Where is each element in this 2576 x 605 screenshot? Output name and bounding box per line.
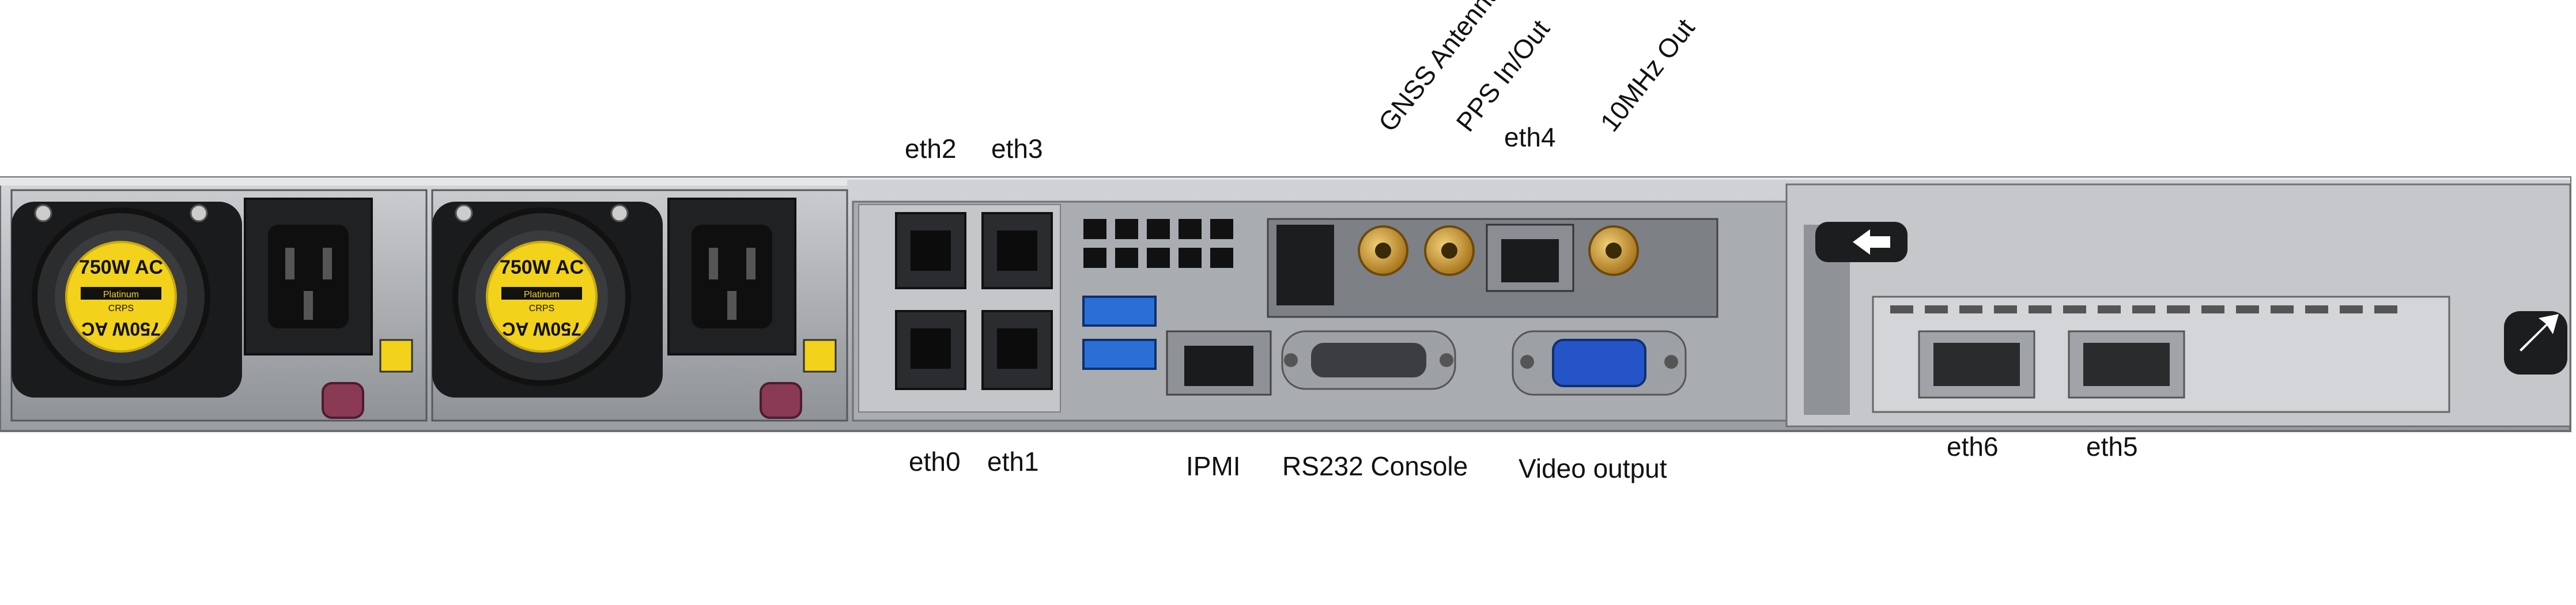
port-eth3[interactable] [981, 212, 1053, 289]
psu-2-tag-crps: CRPS [529, 304, 554, 313]
usb-port-top[interactable] [1082, 296, 1157, 327]
psu-2-tag-platinum: Platinum [524, 290, 560, 300]
psu-1-tag-crps: CRPS [108, 304, 134, 313]
port-video-output[interactable] [1512, 330, 1687, 396]
label-10mhz-out: 10MHz Out [1594, 13, 1701, 137]
power-supply-2: 750W AC Platinum CRPS 750W AC [431, 189, 848, 422]
sma-10mhz-out[interactable] [1588, 225, 1639, 276]
label-eth0: eth0 [909, 447, 961, 477]
riser-release-latch[interactable] [1815, 222, 1908, 262]
sma-gnss-antenna[interactable] [1358, 225, 1408, 276]
psu-2-rating-top: 750W AC [500, 256, 584, 278]
label-ipmi: IPMI [1186, 451, 1241, 481]
psu-1-rating-top: 750W AC [79, 256, 163, 278]
psu-2-release-handle[interactable] [760, 382, 802, 419]
label-eth6: eth6 [1947, 432, 1999, 462]
label-eth1: eth1 [987, 447, 1039, 477]
psu-1-tag-platinum: Platinum [103, 290, 139, 300]
vent-grid [1083, 219, 1233, 268]
port-eth0[interactable] [895, 310, 966, 390]
chassis-rear-latch[interactable] [2504, 311, 2567, 375]
label-video-output: Video output [1519, 453, 1667, 483]
port-eth6[interactable] [1918, 330, 2035, 399]
port-ipmi[interactable] [1166, 330, 1272, 396]
psu-2-rating-bottom: 750W AC [502, 319, 581, 339]
port-rs232-console[interactable] [1281, 330, 1456, 390]
port-eth1[interactable] [981, 310, 1053, 390]
psu-1-rating-bottom: 750W AC [81, 319, 161, 339]
power-supply-1: 750W AC Platinum CRPS 750W AC [10, 189, 428, 422]
port-eth2[interactable] [895, 212, 966, 289]
usb-port-bottom[interactable] [1082, 339, 1157, 370]
psu-1-release-handle[interactable] [322, 382, 364, 419]
label-eth5: eth5 [2086, 432, 2138, 462]
port-eth5[interactable] [2068, 330, 2185, 399]
label-eth2: eth2 [905, 134, 957, 164]
port-eth4[interactable] [1486, 224, 1574, 292]
label-rs232-console: RS232 Console [1282, 451, 1468, 481]
label-eth3: eth3 [991, 134, 1043, 164]
label-eth4: eth4 [1504, 122, 1556, 152]
sma-pps-in-out[interactable] [1424, 225, 1475, 276]
server-rear-panel: 750W AC Platinum CRPS 750W AC 750W AC Pl… [0, 176, 2571, 432]
